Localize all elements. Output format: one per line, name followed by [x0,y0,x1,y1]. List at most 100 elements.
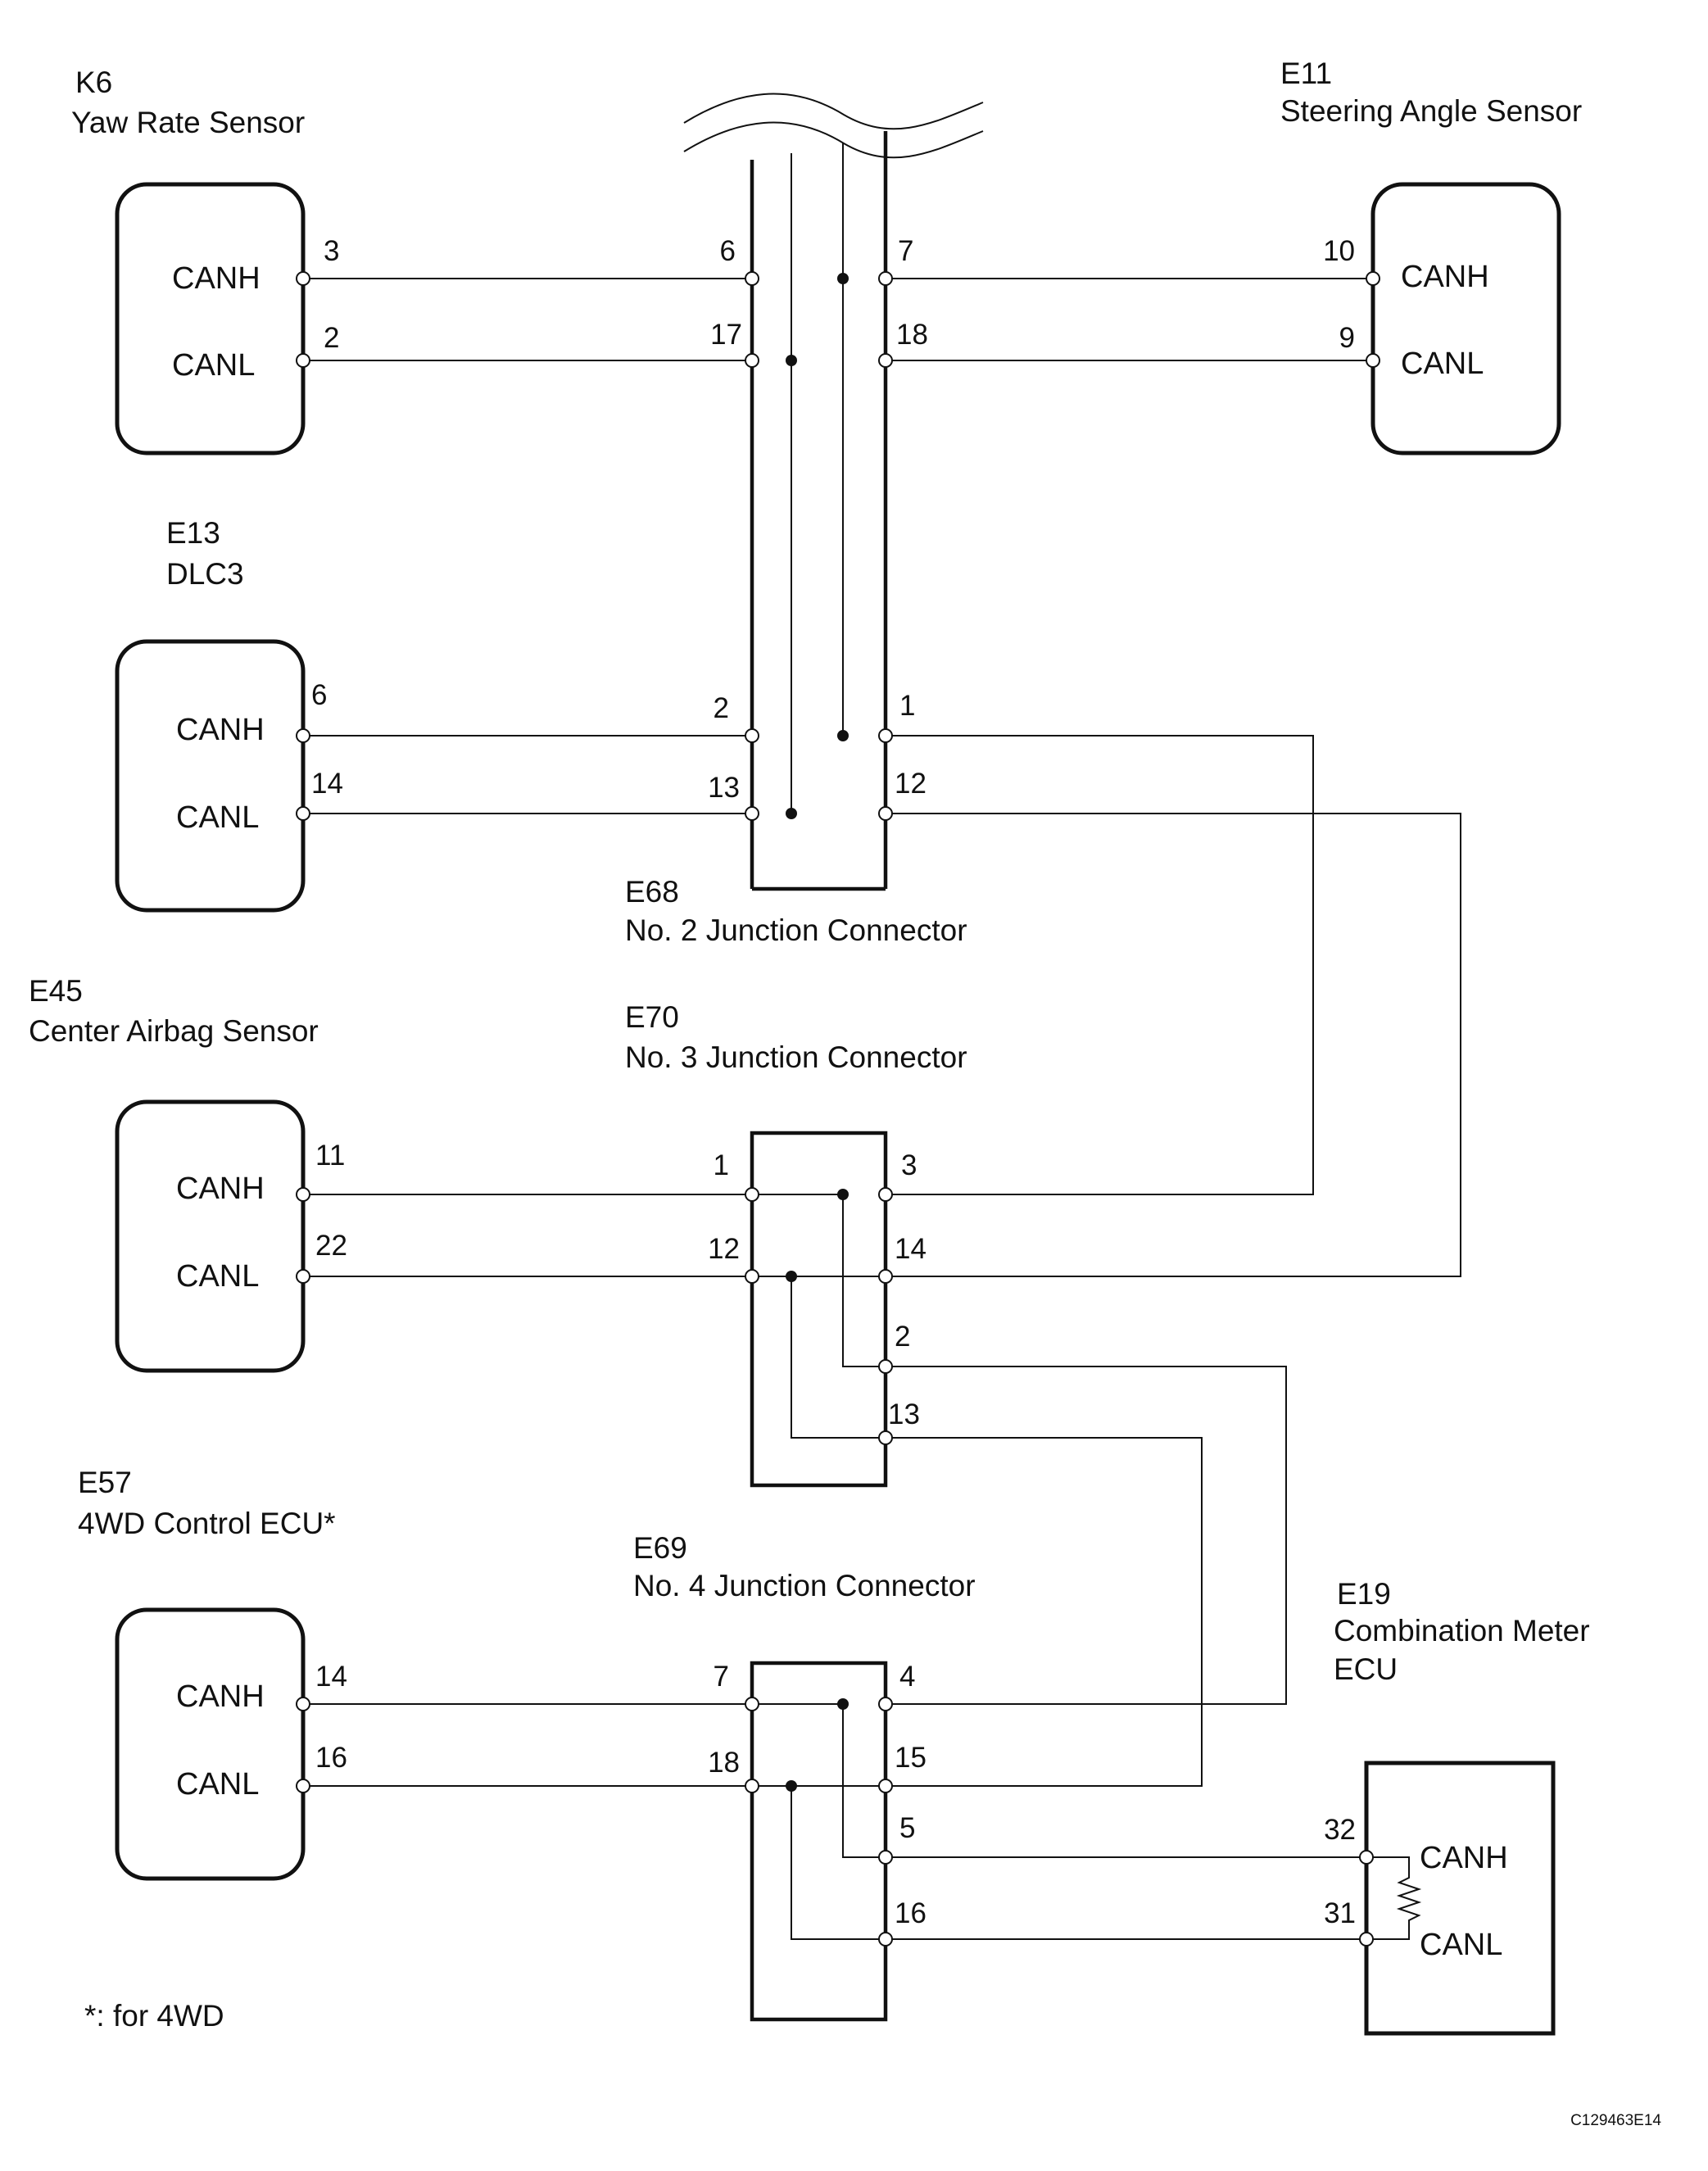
e69-pin-18: 18 [708,1747,740,1779]
e11-canh-label: CANH [1401,260,1489,294]
e69-terminal-16 [878,1932,893,1947]
e68-pin-12: 12 [895,768,926,800]
e45-canh-label: CANH [176,1172,265,1206]
e68-e70-canl-wire [886,813,1461,1277]
e11-canl-label: CANL [1401,347,1484,381]
e69-terminal-18 [745,1779,759,1793]
e68-pin-18: 18 [896,319,928,351]
e19-canh-terminal [1359,1850,1374,1865]
e69-canh-bus [752,1703,886,1858]
e13-box [115,639,306,913]
e70-pin-1: 1 [714,1149,729,1181]
k6-pin-canh: 3 [324,235,339,267]
e70-canl-splice [786,1271,797,1282]
e45-code: E45 [29,974,83,1008]
e69-code: E69 [633,1531,687,1565]
e70-canl-bus [752,1276,886,1439]
e45-pin-canh: 11 [315,1140,345,1172]
e68-terminal-13 [745,806,759,821]
e13-pin-canh: 6 [311,679,327,711]
e69-pin-5: 5 [899,1812,915,1844]
e19-name-line2: ECU [1334,1652,1398,1686]
e45-canl-label: CANL [176,1259,259,1294]
e19-termination-resistor [1366,1856,1422,1940]
e13-pin-canl: 14 [311,768,343,800]
e70-pin-12: 12 [708,1233,740,1265]
e45-canl-terminal [296,1269,310,1284]
e68-terminal-18 [878,353,893,368]
e69-terminal-15 [878,1779,893,1793]
k6-canh-label: CANH [172,261,261,296]
e68-terminal-1 [878,728,893,743]
e69-canh-splice [837,1698,849,1710]
e68-e70-canh-wire [886,735,1314,1195]
e13-code: E13 [166,516,220,550]
harness-break-wave-upper [683,93,984,130]
e69-canl-bus [752,1785,886,1940]
e69-name: No. 4 Junction Connector [633,1569,976,1602]
e19-pin-canh: 32 [1324,1814,1356,1846]
e11-canl-terminal [1366,353,1380,368]
e69-pin-16: 16 [895,1897,926,1929]
e11-pin-canh: 10 [1323,235,1355,267]
e70-pin-14: 14 [895,1233,926,1265]
e70-canh-bus [752,1194,886,1367]
e68-terminal-6 [745,271,759,286]
k6-box [115,182,306,456]
e68-pin-7: 7 [898,235,913,267]
e70-terminal-1 [745,1187,759,1202]
e68-canh-splice-bottom [837,730,849,741]
e69-pin-7: 7 [714,1661,729,1693]
e69-box [750,1661,888,2022]
e13-canl-terminal [296,806,310,821]
k6-canl-terminal [296,353,310,368]
e57-canl-terminal [296,1779,310,1793]
e57-canh-label: CANH [176,1679,265,1714]
e19-code: E19 [1337,1577,1391,1611]
figure-id: C129463E14 [1570,2112,1661,2129]
e57-pin-canh: 14 [315,1661,347,1693]
e57-pin-canl: 16 [315,1742,347,1774]
e68-code: E68 [625,875,679,909]
footnote: *: for 4WD [84,1999,224,2033]
e57-canl-label: CANL [176,1767,259,1802]
k6-canh-terminal [296,271,310,286]
e68-pin-17: 17 [710,319,742,351]
e69-terminal-7 [745,1697,759,1711]
e68-pin-1: 1 [899,690,915,722]
e68-pin-2: 2 [714,692,729,724]
e70-pin-2: 2 [895,1321,910,1353]
e57-box [115,1607,306,1881]
e45-pin-canl: 22 [315,1230,347,1262]
e45-canh-terminal [296,1187,310,1202]
e68-canh-splice-top [837,273,849,284]
e11-name: Steering Angle Sensor [1280,94,1582,128]
e19-canl-label: CANL [1420,1928,1502,1962]
e11-canh-terminal [1366,271,1380,286]
e45-name: Center Airbag Sensor [29,1014,319,1048]
e70-e69-canl-wire [886,1437,1203,1787]
e68-terminal-12 [878,806,893,821]
e13-name: DLC3 [166,557,244,591]
e70-terminal-2 [878,1359,893,1374]
e11-box [1370,182,1561,456]
k6-code: K6 [75,66,112,99]
e70-terminal-13 [878,1430,893,1445]
e68-name: No. 2 Junction Connector [625,913,967,947]
e70-canh-splice [837,1189,849,1200]
e69-pin-15: 15 [895,1742,926,1774]
e69-terminal-4 [878,1697,893,1711]
e70-box [750,1131,888,1488]
e68-canl-splice-bottom [786,808,797,819]
e45-box [115,1099,306,1373]
e19-canh-label: CANH [1420,1841,1508,1875]
e70-terminal-12 [745,1269,759,1284]
e70-pin-3: 3 [901,1149,917,1181]
e70-pin-13: 13 [888,1398,920,1430]
e70-code: E70 [625,1000,679,1034]
k6-name: Yaw Rate Sensor [71,106,305,139]
harness-break-wave-lower [683,121,984,159]
e70-name: No. 3 Junction Connector [625,1040,967,1074]
e13-canl-label: CANL [176,800,259,835]
